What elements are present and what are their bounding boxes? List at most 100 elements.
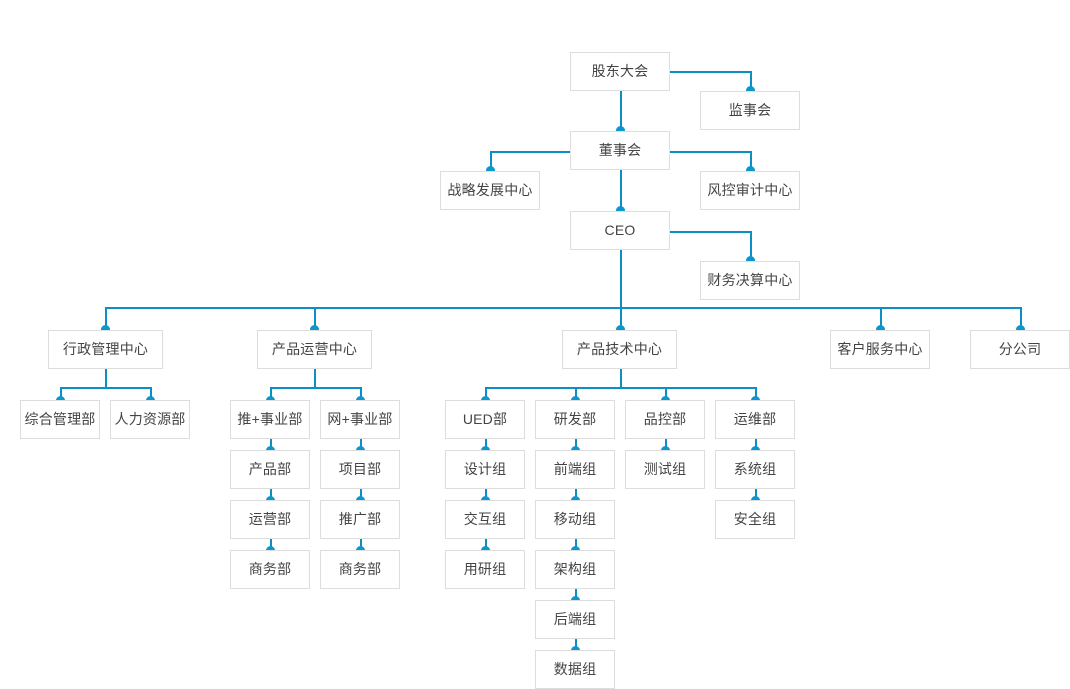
org-node-label-hr-dept: 人力资源部	[114, 410, 186, 427]
connector-admin-bus-h	[60, 387, 150, 389]
org-node-label-frontend-group: 前端组	[553, 460, 597, 477]
dot-finance	[746, 256, 755, 265]
org-node-customer-service-center[interactable]: 客户服务中心	[830, 330, 930, 369]
org-node-label-qc-dept: 品控部	[643, 410, 687, 427]
org-node-label-wang-plus-bu: 网+事业部	[327, 410, 393, 427]
org-node-frontend-group[interactable]: 前端组	[535, 450, 615, 489]
org-node-label-data-group: 数据组	[553, 660, 597, 677]
connector-prodtech-stem	[620, 369, 622, 388]
dot-board	[616, 126, 625, 135]
org-node-label-supervisory: 监事会	[728, 101, 772, 118]
connector-admin-drop-general	[60, 387, 62, 401]
org-node-branch-company[interactable]: 分公司	[970, 330, 1070, 369]
connector-prodops-bus-h	[270, 387, 360, 389]
org-node-rd-dept[interactable]: 研发部	[535, 400, 615, 439]
org-node-label-risk-audit-center: 风控审计中心	[707, 181, 793, 198]
org-node-label-branch-company: 分公司	[998, 340, 1042, 357]
org-node-tui-plus-bu[interactable]: 推+事业部	[230, 400, 310, 439]
org-node-product-ops-center[interactable]: 产品运营中心	[257, 330, 372, 369]
org-node-backend-group[interactable]: 后端组	[535, 600, 615, 639]
org-node-architecture-group[interactable]: 架构组	[535, 550, 615, 589]
connector-ceo-to-finance-v	[750, 231, 752, 261]
connector-bus-drop-customer-service	[880, 307, 882, 330]
org-node-mobile-group[interactable]: 移动组	[535, 500, 615, 539]
org-node-ceo[interactable]: CEO	[570, 211, 670, 250]
org-node-shareholders[interactable]: 股东大会	[570, 52, 670, 91]
org-node-qc-dept[interactable]: 品控部	[625, 400, 705, 439]
connector-bus-drop-product-tech	[620, 307, 622, 330]
connector-bus-drop-branch	[1020, 307, 1022, 330]
dot-product-tech-center	[616, 325, 625, 334]
dot-branch	[1016, 325, 1025, 334]
org-node-label-finance-center: 财务决算中心	[707, 271, 793, 288]
org-node-label-architecture-group: 架构组	[553, 560, 597, 577]
org-node-business-dept-1[interactable]: 商务部	[230, 550, 310, 589]
connector-board-to-risk-h	[670, 151, 750, 153]
org-node-label-security-group: 安全组	[733, 510, 777, 527]
org-node-label-ued-dept: UED部	[462, 410, 508, 427]
connector-admin-drop-hr	[150, 387, 152, 401]
org-node-ued-dept[interactable]: UED部	[445, 400, 525, 439]
dot-ceo	[616, 206, 625, 215]
org-node-label-admin-center: 行政管理中心	[62, 340, 149, 357]
org-node-label-product-dept: 产品部	[248, 460, 292, 477]
org-node-label-mobile-group: 移动组	[553, 510, 597, 527]
org-node-label-product-ops-center: 产品运营中心	[271, 340, 358, 357]
org-node-product-tech-center[interactable]: 产品技术中心	[562, 330, 677, 369]
org-node-security-group[interactable]: 安全组	[715, 500, 795, 539]
org-node-label-shareholders: 股东大会	[591, 62, 649, 79]
org-node-label-system-group: 系统组	[733, 460, 777, 477]
dot-supervisory	[746, 86, 755, 95]
org-node-project-dept[interactable]: 项目部	[320, 450, 400, 489]
org-node-test-group[interactable]: 测试组	[625, 450, 705, 489]
org-node-label-ceo: CEO	[604, 221, 636, 238]
org-node-business-dept-2[interactable]: 商务部	[320, 550, 400, 589]
org-node-supervisory[interactable]: 监事会	[700, 91, 800, 130]
org-node-product-dept[interactable]: 产品部	[230, 450, 310, 489]
org-node-general-admin-dept[interactable]: 综合管理部	[20, 400, 100, 439]
org-node-board[interactable]: 董事会	[570, 131, 670, 170]
connector-ceo-to-finance-h	[670, 231, 750, 233]
org-node-finance-center[interactable]: 财务决算中心	[700, 261, 800, 300]
connector-shareholders-to-board-v	[620, 91, 622, 131]
connector-shareholders-to-supervisory-h	[670, 71, 750, 73]
connector-board-to-ceo-v	[620, 170, 622, 211]
connector-shareholders-to-supervisory-v	[750, 71, 752, 91]
connector-prodops-drop-wang	[360, 387, 362, 401]
org-node-label-test-group: 测试组	[643, 460, 687, 477]
org-node-label-product-tech-center: 产品技术中心	[576, 340, 663, 357]
dot-product-ops-center	[310, 325, 319, 334]
org-node-label-ops-maintenance-dept: 运维部	[733, 410, 777, 427]
org-node-hr-dept[interactable]: 人力资源部	[110, 400, 190, 439]
dot-admin-center	[101, 325, 110, 334]
org-node-data-group[interactable]: 数据组	[535, 650, 615, 689]
connector-board-to-strategy-h	[490, 151, 570, 153]
org-node-risk-audit-center[interactable]: 风控审计中心	[700, 171, 800, 210]
org-node-label-operations-dept: 运营部	[248, 510, 292, 527]
org-node-label-interaction-group: 交互组	[463, 510, 507, 527]
org-node-label-business-dept-1: 商务部	[248, 560, 292, 577]
org-node-label-promotion-dept: 推广部	[338, 510, 382, 527]
org-node-design-group[interactable]: 设计组	[445, 450, 525, 489]
dot-customer-service	[876, 325, 885, 334]
connector-board-to-risk-v	[750, 151, 752, 171]
org-node-strategy-center[interactable]: 战略发展中心	[440, 171, 540, 210]
org-node-admin-center[interactable]: 行政管理中心	[48, 330, 163, 369]
org-node-ops-maintenance-dept[interactable]: 运维部	[715, 400, 795, 439]
connector-bus-drop-product-ops	[314, 307, 316, 330]
dot-risk-audit	[746, 166, 755, 175]
org-node-promotion-dept[interactable]: 推广部	[320, 500, 400, 539]
connector-prodtech-drop-ued	[485, 387, 487, 401]
org-node-label-rd-dept: 研发部	[553, 410, 597, 427]
connector-prodtech-drop-rd	[575, 387, 577, 401]
org-node-label-customer-service-center: 客户服务中心	[837, 340, 923, 357]
org-node-system-group[interactable]: 系统组	[715, 450, 795, 489]
connector-prodops-stem	[314, 369, 316, 388]
org-node-user-research-group[interactable]: 用研组	[445, 550, 525, 589]
org-node-wang-plus-bu[interactable]: 网+事业部	[320, 400, 400, 439]
org-node-interaction-group[interactable]: 交互组	[445, 500, 525, 539]
connector-board-to-strategy-v	[490, 151, 492, 171]
org-node-operations-dept[interactable]: 运营部	[230, 500, 310, 539]
org-node-label-project-dept: 项目部	[338, 460, 382, 477]
